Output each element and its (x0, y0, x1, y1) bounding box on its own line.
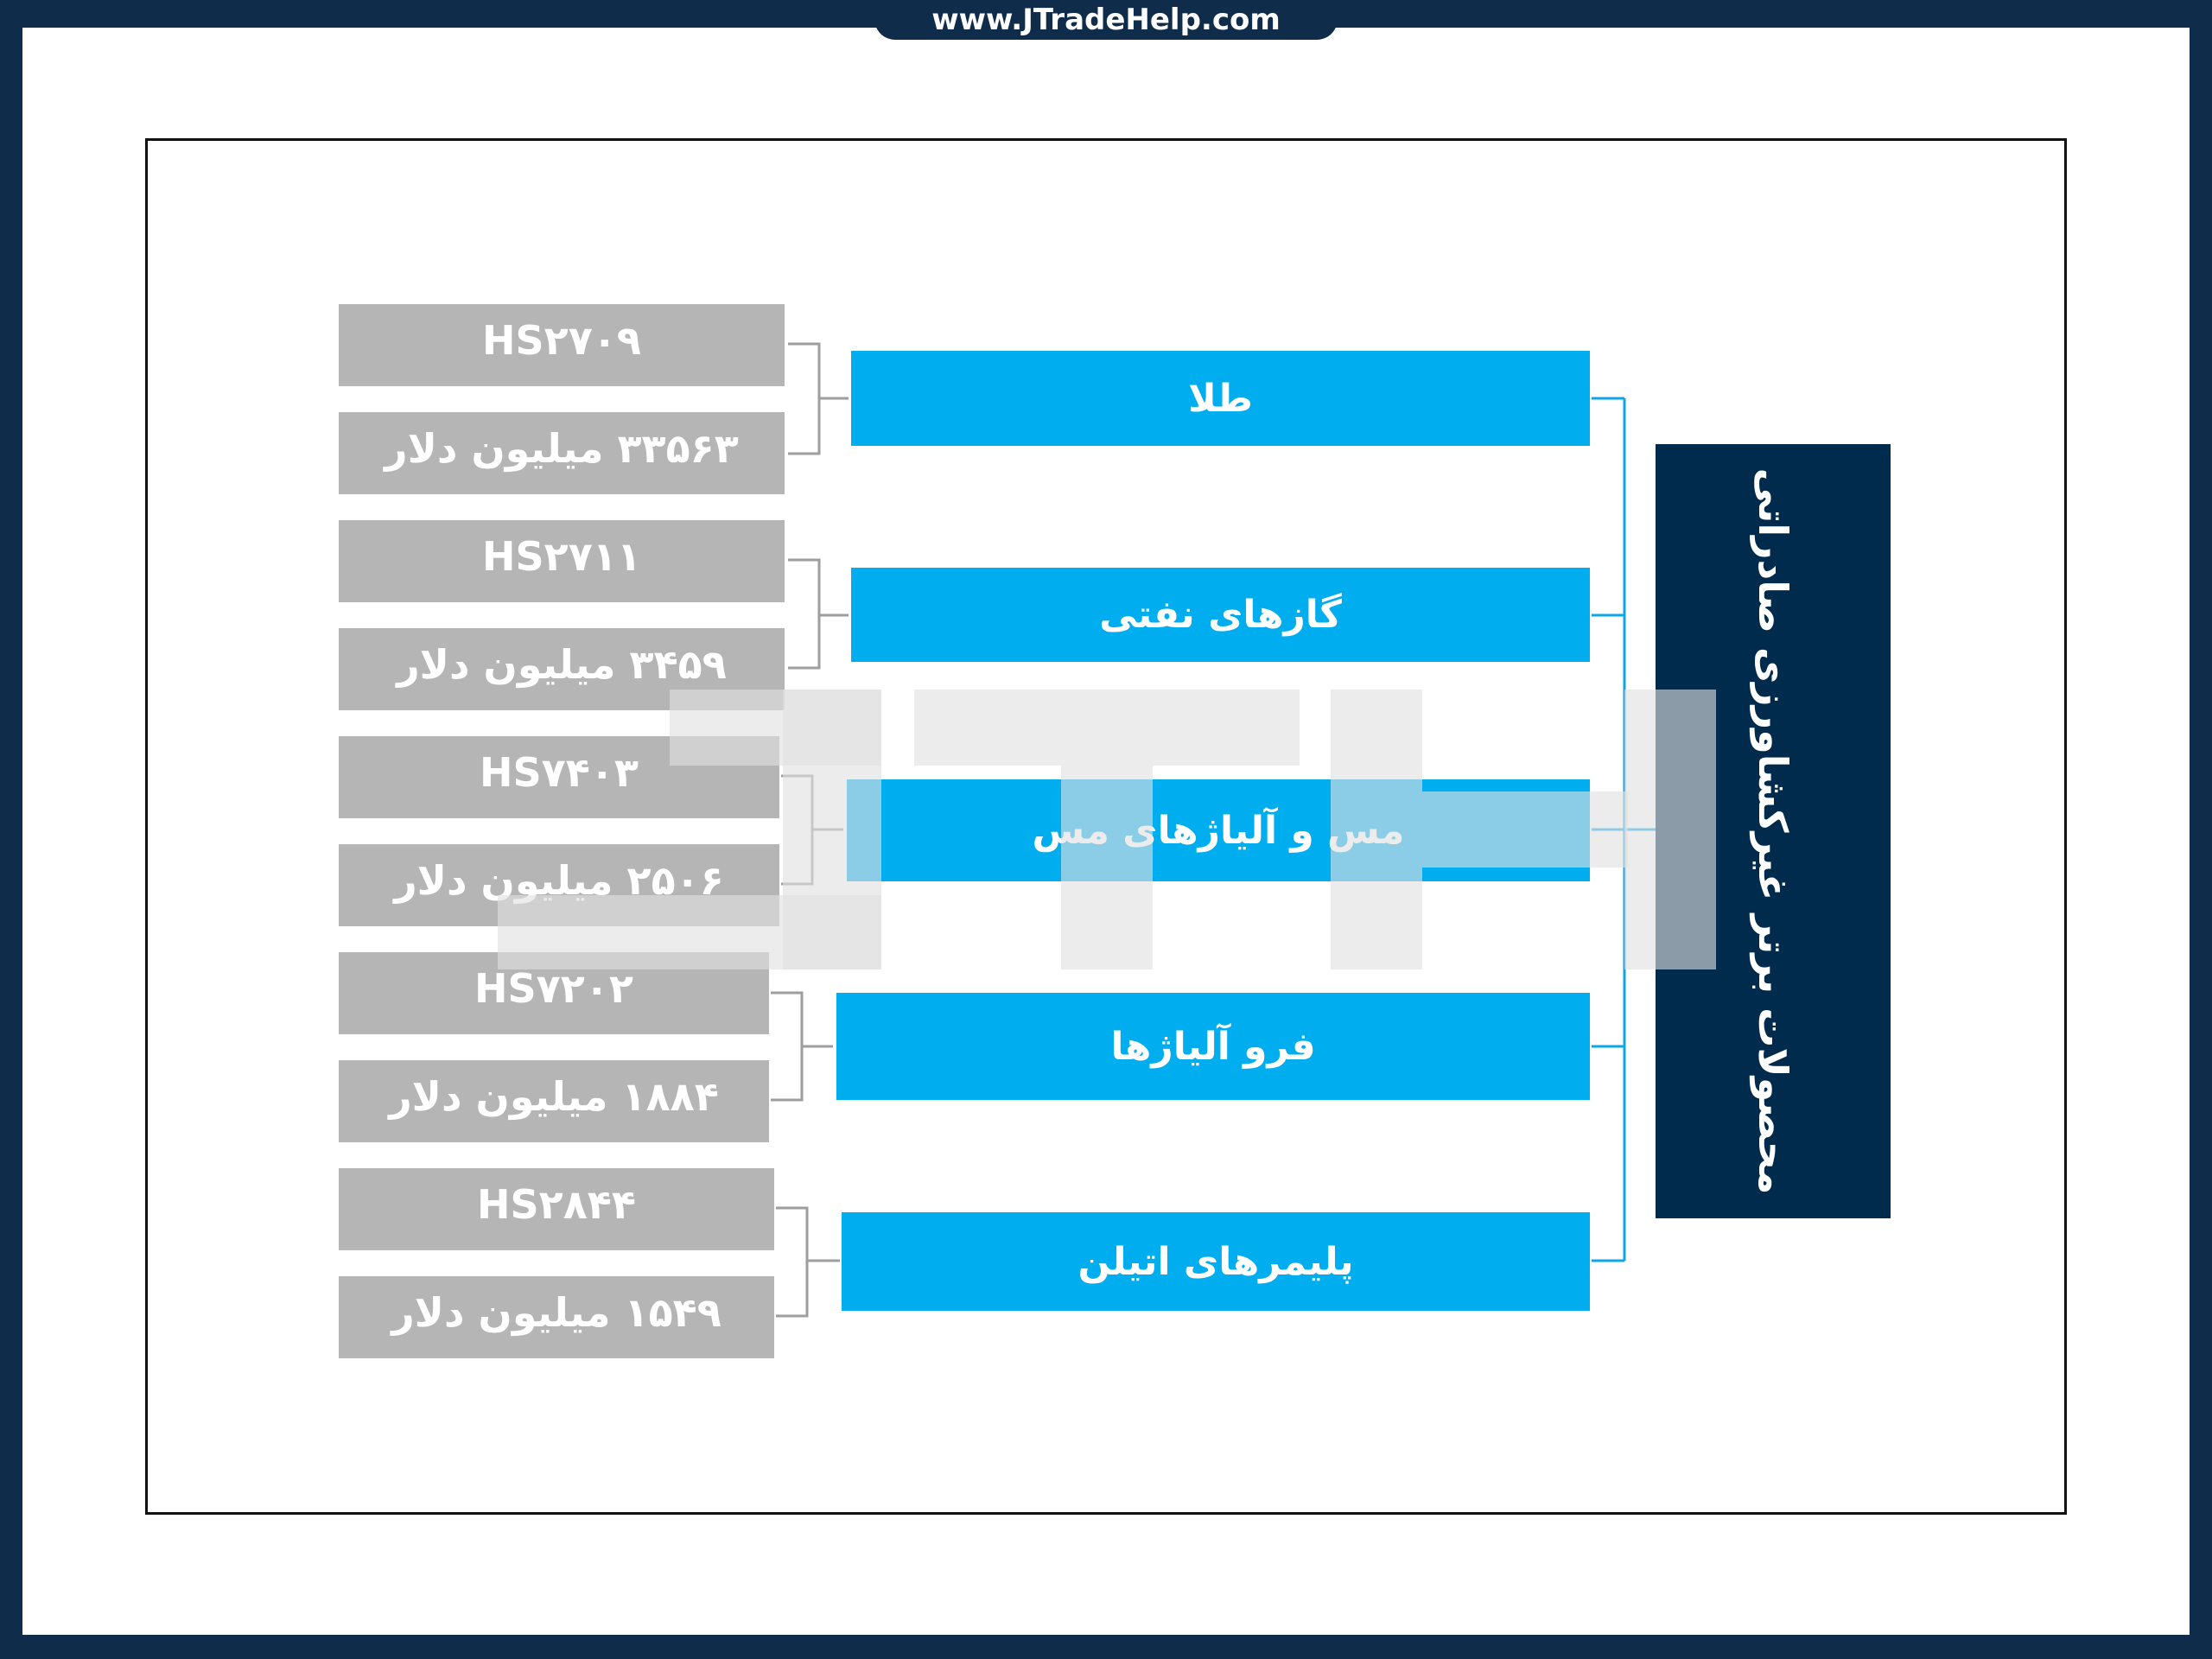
hs-code-box-ferroalloys: HS۷۲۰۲ (339, 952, 769, 1034)
category-title: محصولات برتر غیرکشاورزی صادراتی (1750, 467, 1796, 1195)
value-box-petroleum-gases: ۳۴۵۹ میلیون دلار (339, 628, 785, 710)
site-url-tab[interactable]: www.JTradeHelp.com (874, 0, 1338, 40)
value-box-gold: ۳۳۵۶۳ میلیون دلار (339, 412, 785, 494)
hs-code-box-ethylene-polymers: HS۲۸۴۴ (339, 1168, 774, 1250)
product-box-copper[interactable]: مس و آلیاژهای مس (847, 779, 1590, 881)
hs-code-box-petroleum-gases: HS۲۷۱۱ (339, 520, 785, 602)
bracket-5 (776, 1206, 840, 1318)
bracket-2 (788, 558, 849, 670)
product-box-ferroalloys[interactable]: فرو آلیاژها (836, 993, 1590, 1100)
product-box-ethylene-polymers[interactable]: پلیمرهای اتیلن (842, 1212, 1590, 1311)
bracket-4 (771, 991, 833, 1102)
category-box[interactable]: محصولات برتر غیرکشاورزی صادراتی (1656, 444, 1891, 1218)
hs-code-box-gold: HS۲۷۰۹ (339, 304, 785, 386)
bracket-1 (788, 342, 849, 455)
product-box-gold[interactable]: طلا (851, 351, 1590, 446)
bracket-3 (781, 774, 843, 886)
value-box-ferroalloys: ۱۸۸۴ میلیون دلار (339, 1060, 769, 1142)
product-box-petroleum-gases[interactable]: گازهای نفتی (851, 568, 1590, 662)
value-box-copper: ۲۵۰۶ میلیون دلار (339, 844, 779, 926)
value-box-ethylene-polymers: ۱۵۴۹ میلیون دلار (339, 1276, 774, 1358)
hs-code-box-copper: HS۷۴۰۳ (339, 736, 779, 818)
